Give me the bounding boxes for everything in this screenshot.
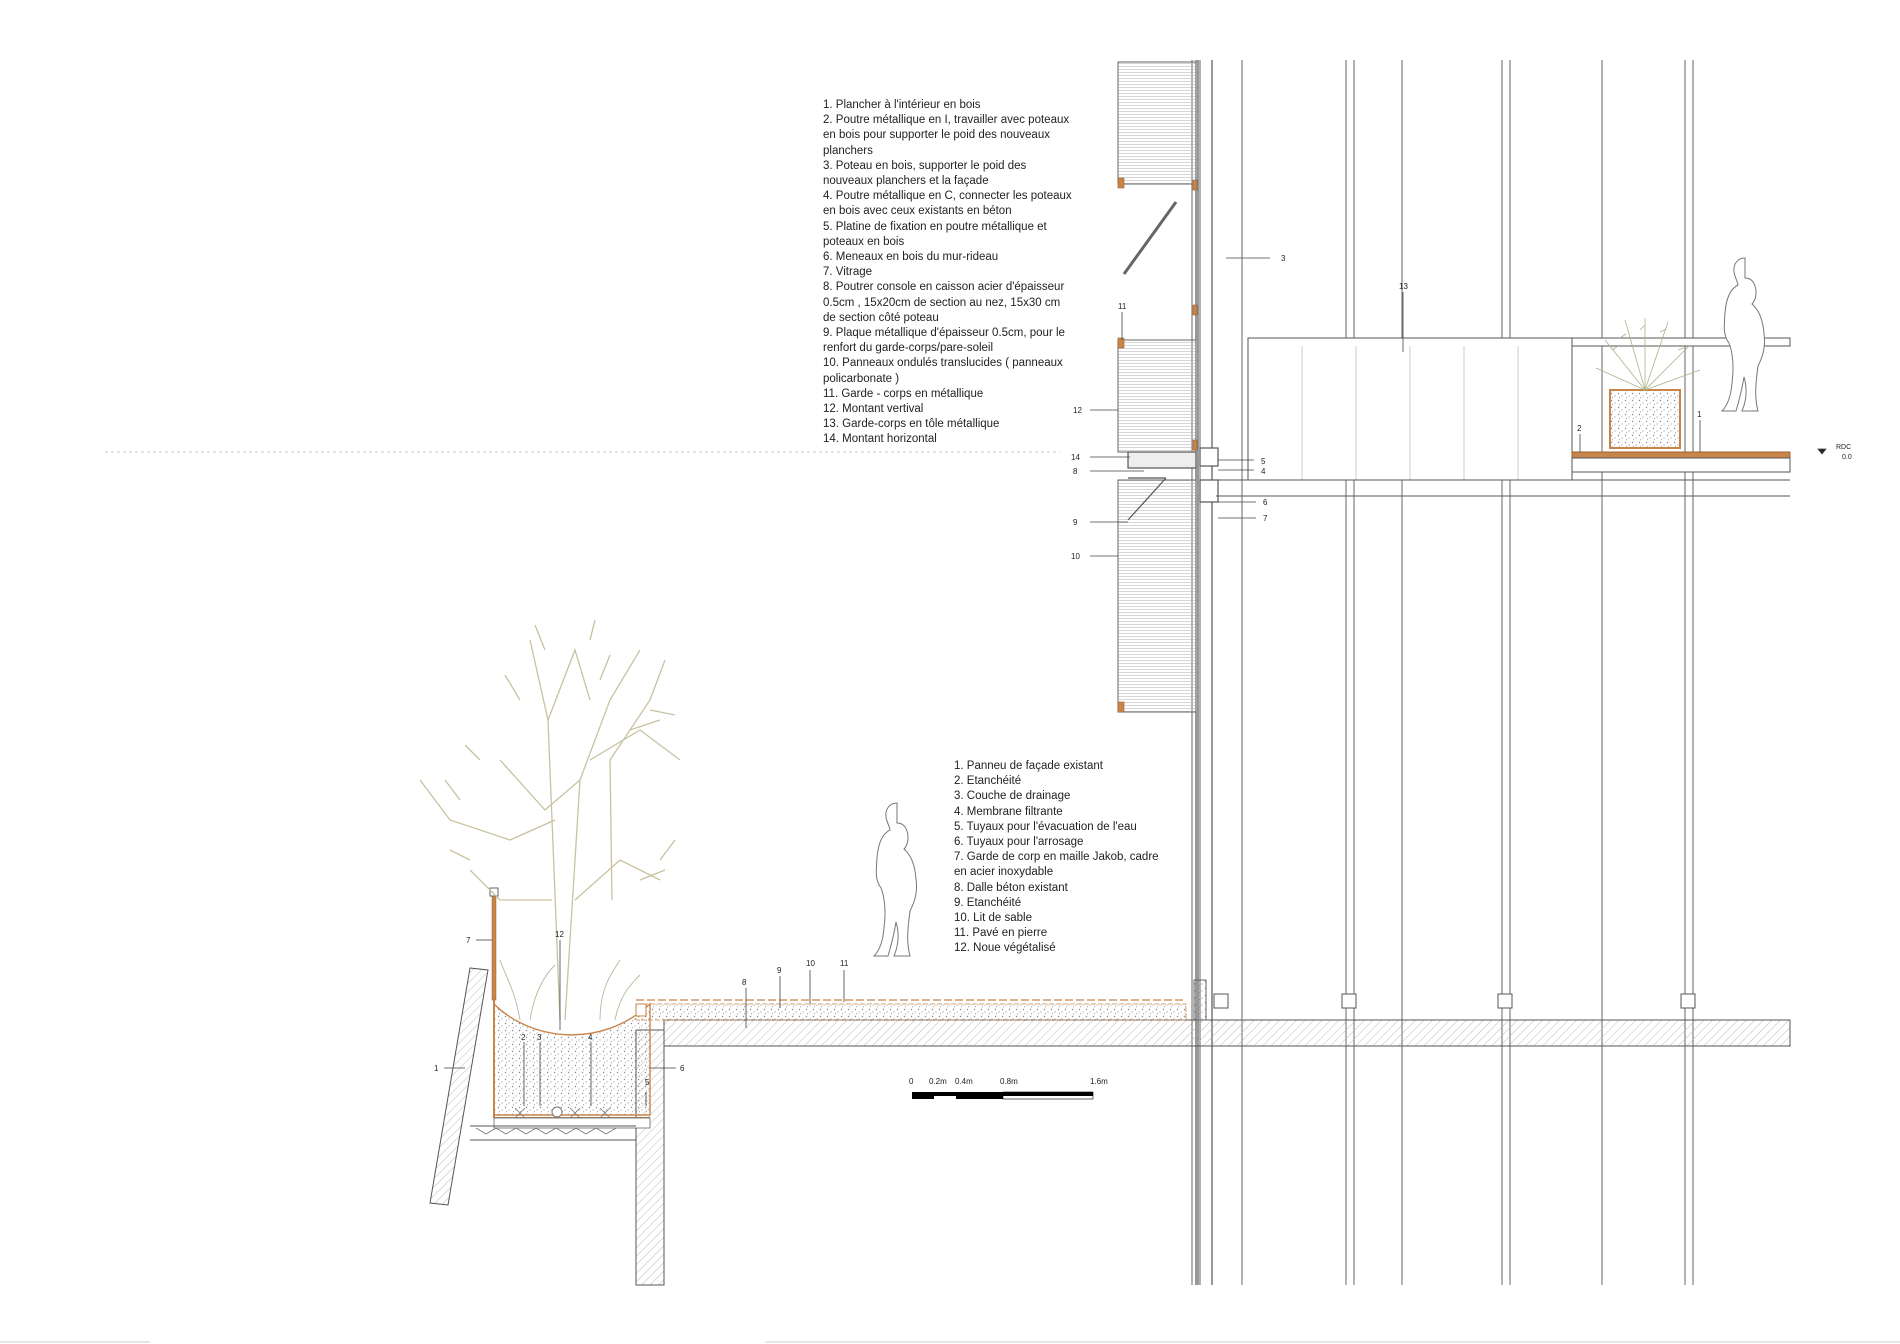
- legend-item: 10. Lit de sable: [954, 912, 1033, 925]
- legend-item: 2. Poutre métallique en I, travailler av…: [823, 114, 1070, 157]
- callout-number: 1: [1697, 410, 1702, 419]
- level-marker: RDC 0.0: [1836, 444, 1852, 461]
- callout-numbers-lower: 7 12 1 2 3 4 5 6 8 9 10 11: [434, 930, 849, 1087]
- upper-floor: [1216, 337, 1791, 497]
- upper-plant: [1595, 318, 1701, 391]
- callout-numbers-upper: 3 13 11 12 14 8 5 4 6 7 9 10 2 1: [1071, 254, 1702, 561]
- legend-item: 2. Etanchéité: [954, 775, 1022, 788]
- callout-number: 7: [1263, 514, 1268, 523]
- callout-number: 4: [1261, 467, 1266, 476]
- callout-number: 7: [466, 936, 471, 945]
- legend-item: 10. Panneaux ondulés translucides ( pann…: [823, 357, 1063, 385]
- callout-number: 12: [1073, 406, 1082, 415]
- legend-item: 8. Poutrer console en caisson acier d'ép…: [823, 281, 1065, 324]
- legend-item: 3. Poteau en bois, supporter le poid des…: [823, 159, 1027, 188]
- legend-item: 9. Etanchéité: [954, 896, 1022, 909]
- legend-item: 6. Meneaux en bois du mur-rideau: [823, 251, 999, 264]
- level-marker-value: 0.0: [1842, 454, 1852, 461]
- upper-panels: [1117, 61, 1197, 713]
- callout-number: 3: [537, 1033, 542, 1042]
- scale-tick-label: 0.2m: [929, 1077, 947, 1086]
- legend-item: 4. Poutre métallique en C, connecter les…: [823, 190, 1072, 218]
- scale-bar: 0 0.2m 0.4m 0.8m 1.6m: [909, 1077, 1108, 1100]
- person-silhouette-lower: [872, 802, 917, 957]
- column-bases: [1213, 993, 1696, 1009]
- callout-leaders: [444, 257, 1827, 1106]
- legend-item: 8. Dalle béton existant: [954, 881, 1068, 894]
- legend-item: 4. Membrane filtrante: [954, 805, 1063, 818]
- callout-number: 9: [777, 966, 782, 975]
- callout-number: 4: [588, 1033, 593, 1042]
- existing-facade-wall: [1195, 60, 1213, 1285]
- scale-tick-label: 1.6m: [1090, 1077, 1108, 1086]
- callout-number: 1: [434, 1064, 439, 1073]
- legend-item: 7. Vitrage: [823, 266, 873, 279]
- legend-lower-detail: 1. Panneu de façade existant 2. Etanchéit…: [954, 759, 1174, 957]
- console-bracket: [1127, 447, 1219, 521]
- callout-number: 11: [840, 959, 849, 968]
- legend-item: 9. Plaque métallique d'épaisseur 0.5cm, …: [823, 327, 1065, 355]
- legend-item: 1. Plancher à l'intérieur en bois: [823, 99, 981, 111]
- legend-item: 13. Garde-corps en tôle métallique: [823, 418, 1000, 431]
- legend-item: 3. Couche de drainage: [954, 790, 1071, 803]
- callout-number: 8: [742, 978, 747, 987]
- legend-item: 5. Platine de fixation en poutre métalli…: [823, 220, 1047, 248]
- callout-number: 8: [1073, 467, 1078, 476]
- sunshade-blade: [1122, 201, 1178, 275]
- legend-item: 5. Tuyaux pour l'évacuation de l'eau: [954, 820, 1137, 833]
- legend-item: 11. Garde - corps en métallique: [823, 387, 984, 400]
- legend-item: 6. Tuyaux pour l'arrosage: [954, 836, 1084, 849]
- tree-sketch: [419, 619, 681, 1021]
- facade-columns: [1191, 60, 1694, 1285]
- ground-slab: [635, 979, 1791, 1286]
- legend-item: 14. Montant horizontal: [823, 433, 937, 446]
- level-marker-label: RDC: [1836, 444, 1851, 451]
- callout-number: 5: [1261, 457, 1266, 466]
- upper-planter: [1609, 389, 1681, 449]
- legend-upper-detail: 1. Plancher à l'intérieur en bois 2. Pout…: [823, 98, 1073, 448]
- callout-number: 2: [1577, 424, 1582, 433]
- legend-item: 7. Garde de corp en maille Jakob, cadre …: [954, 851, 1159, 879]
- callout-number: 6: [1263, 498, 1268, 507]
- callout-number: 9: [1073, 518, 1078, 527]
- person-silhouette-upper: [1720, 257, 1765, 412]
- callout-number: 5: [645, 1078, 650, 1087]
- existing-facade-panel: [429, 967, 636, 1206]
- callout-number: 13: [1399, 282, 1408, 291]
- legend-item: 1. Panneu de façade existant: [954, 760, 1103, 772]
- scale-tick-label: 0.4m: [955, 1077, 973, 1086]
- callout-number: 6: [680, 1064, 685, 1073]
- vegetated-swale: [493, 998, 651, 1129]
- callout-number: 14: [1071, 453, 1080, 462]
- scale-tick-label: 0.8m: [1000, 1077, 1018, 1086]
- legend-item: 11. Pavé en pierre: [954, 927, 1048, 940]
- legend-item: 12. Montant vertival: [823, 403, 924, 416]
- grass-sketch: [499, 959, 641, 1021]
- callout-number: 3: [1281, 254, 1286, 263]
- timber-nodes: [1117, 177, 1198, 713]
- callout-number: 10: [1071, 552, 1080, 561]
- callout-number: 12: [555, 930, 564, 939]
- guardrail-post: [491, 889, 497, 1001]
- callout-number: 2: [521, 1033, 526, 1042]
- callout-number: 11: [1118, 302, 1127, 311]
- scale-tick-label: 0: [909, 1077, 914, 1086]
- legend-item: 12. Noue végétalisé: [954, 942, 1056, 955]
- callout-number: 10: [806, 959, 815, 968]
